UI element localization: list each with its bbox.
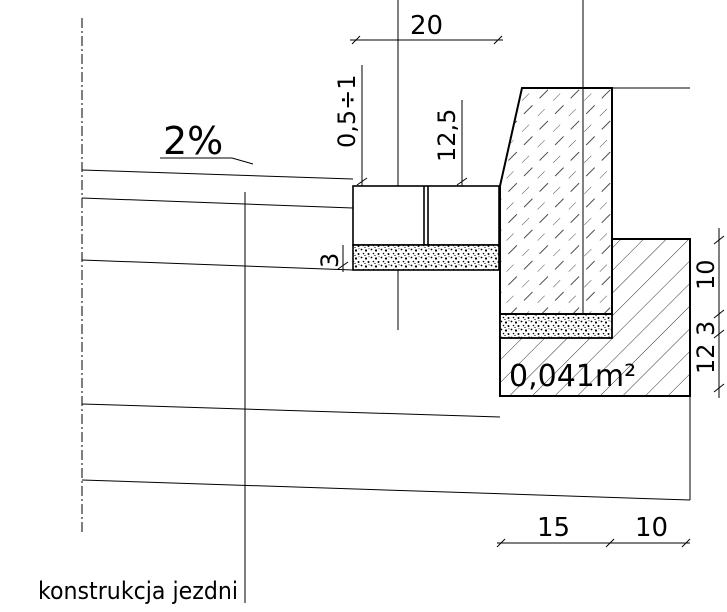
gap-label: 0,5÷1 [333,74,361,148]
area-label: 0,041m² [509,359,636,394]
kerb-bedding-layer [499,313,613,339]
right-dim-label-middle: 3 [692,321,720,336]
dimension-gap: 0,5÷1 [333,65,368,190]
bottom-dim-label-left: 15 [537,513,570,543]
pavement-layers [81,169,691,501]
road-structure-caption: konstrukcja jezdni [38,577,238,605]
block-bedding-layer [352,244,500,271]
dimension-curb-reveal: 12,5 [433,100,468,190]
dimension-bedding: 3 [316,245,349,272]
paving-blocks [352,185,500,271]
curb-reveal-label: 12,5 [433,109,461,162]
slope-indicator: 2% [160,119,254,165]
right-dim-label-bottom: 12 [692,343,720,374]
dimension-right-stack: 10 3 12 [692,228,725,398]
right-dim-label-top: 10 [692,259,720,290]
dimension-bottom: 15 10 [496,513,691,548]
top-width-label: 20 [410,11,443,41]
dimension-top-width: 20 [350,11,503,45]
kerb-stone [499,87,613,315]
bedding-label: 3 [316,253,344,268]
bottom-dim-label-right: 10 [635,513,668,543]
slope-label: 2% [163,119,223,163]
